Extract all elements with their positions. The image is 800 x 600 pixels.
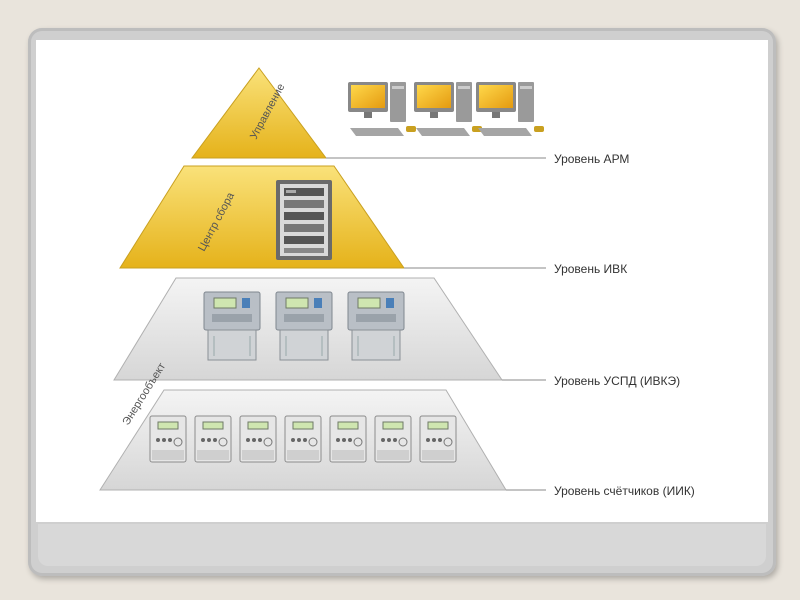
slide-frame: Уровень АРМ Уровень ИВК Уровень УСПД (ИВ… <box>28 28 776 576</box>
uspd-controller-icon <box>275 291 333 361</box>
electricity-meter-icon <box>419 415 457 463</box>
tier-management <box>191 67 327 159</box>
tier-collection-center <box>119 165 405 269</box>
electricity-meter-icon <box>149 415 187 463</box>
pyramid-diagram: Уровень АРМ Уровень ИВК Уровень УСПД (ИВ… <box>99 67 695 498</box>
uspd-controller-icon <box>347 291 405 361</box>
slide-footer-bar <box>38 524 766 566</box>
level-label-uspd: Уровень УСПД (ИВКЭ) <box>554 374 680 388</box>
level-label-ivk: Уровень ИВК <box>554 262 627 276</box>
electricity-meter-icon <box>239 415 277 463</box>
server-rack-icon <box>276 180 332 260</box>
diagram-area: Уровень АРМ Уровень ИВК Уровень УСПД (ИВ… <box>36 40 768 522</box>
electricity-meter-icon <box>374 415 412 463</box>
electricity-meter-icon <box>194 415 232 463</box>
uspd-controller-icon <box>203 291 261 361</box>
computer-workstation-icon <box>476 82 544 136</box>
computer-workstation-icon <box>348 82 416 136</box>
electricity-meter-icon <box>329 415 367 463</box>
meters-row <box>149 415 457 463</box>
computer-workstation-icon <box>414 82 482 136</box>
level-label-arm: Уровень АРМ <box>554 152 629 166</box>
level-label-meters: Уровень счётчиков (ИИК) <box>554 484 695 498</box>
electricity-meter-icon <box>284 415 322 463</box>
